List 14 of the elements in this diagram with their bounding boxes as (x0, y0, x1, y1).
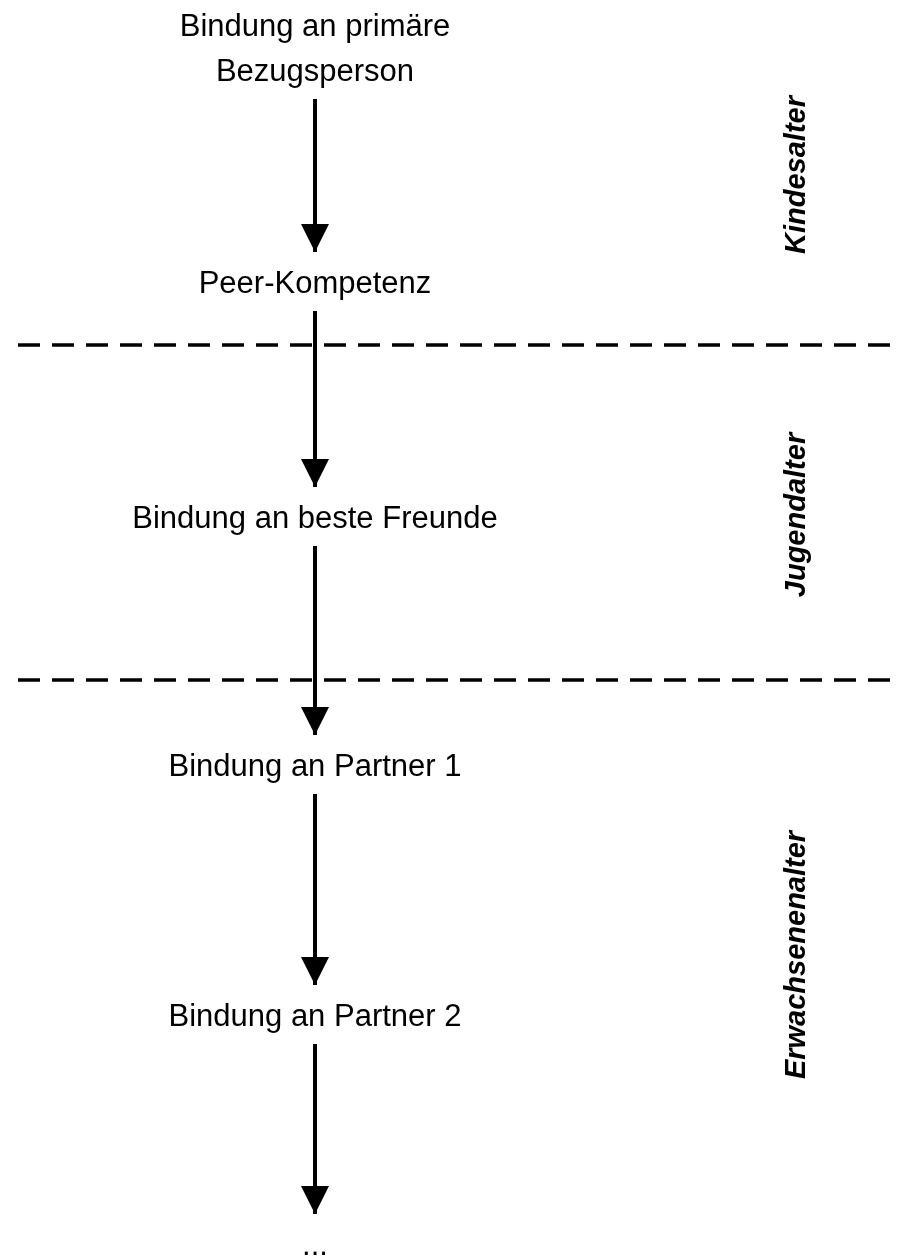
arrow (301, 99, 329, 252)
phase-label: Jugendalter (778, 432, 812, 598)
arrow (301, 311, 329, 487)
stage-text: Bindung an primäre Bezugsperson (178, 7, 452, 90)
stage-text: Bindung an beste Freunde (132, 499, 498, 537)
stage-text: Bindung an Partner 1 (168, 747, 462, 785)
phase-label: Erwachsenenalter (778, 830, 812, 1080)
arrow (301, 1044, 329, 1214)
stage-text: Peer-Kompetenz (198, 264, 432, 302)
stage-text: Bindung an Partner 2 (168, 997, 462, 1035)
arrow (301, 794, 329, 985)
stage-text: ... (302, 1226, 328, 1257)
arrow (301, 546, 329, 735)
phase-label: Kindesalter (778, 96, 812, 254)
